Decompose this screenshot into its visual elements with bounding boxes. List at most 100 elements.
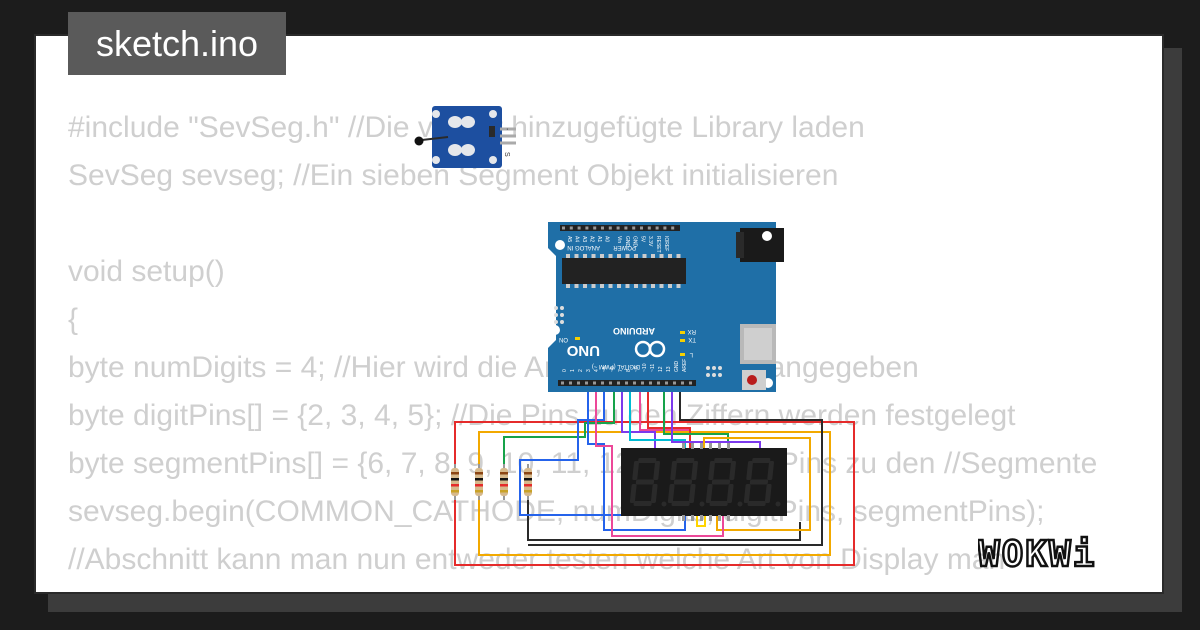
header-pin[interactable] [609,381,612,385]
header-pin[interactable] [569,381,572,385]
analog-in-label: ANALOG IN [567,244,600,250]
seven-segment-display[interactable] [621,443,787,521]
solder-pad [461,144,475,156]
resistor[interactable] [475,464,483,500]
l-led-label: L [689,351,693,357]
header-pin[interactable] [585,226,589,230]
resistor[interactable] [500,464,508,500]
header-pin[interactable] [633,381,636,385]
header-pin[interactable] [577,381,580,385]
header-pin[interactable] [593,381,596,385]
wokwi-logo[interactable]: WOKWi [978,528,1148,576]
wire[interactable] [595,388,724,537]
header-pin[interactable] [657,381,660,385]
header-pin[interactable] [569,226,573,230]
resistor[interactable] [524,464,532,500]
usb-connector-inner [744,328,772,360]
wire[interactable] [647,388,691,448]
header-pin[interactable] [593,226,597,230]
wire[interactable] [503,388,615,464]
thermistor-lead [421,136,449,141]
wokwi-logo-text: WOKWi [978,534,1096,575]
mounting-hole [762,231,772,241]
mounting-hole [550,325,560,335]
reset-button[interactable] [747,375,757,385]
digital-pin-label: ~9 [634,366,640,372]
wire[interactable] [629,388,686,448]
header-pin[interactable] [673,381,676,385]
segment [729,461,737,480]
display-pin[interactable] [709,515,712,521]
display-pin[interactable] [727,515,730,521]
header-pin[interactable] [665,381,668,385]
wire[interactable] [671,388,761,448]
header-pin[interactable] [617,381,620,385]
display-pin[interactable] [691,443,694,449]
segment [653,461,661,480]
header-pin[interactable] [671,226,675,230]
display-digit [705,458,743,507]
chip-pin [608,284,613,288]
display-pin[interactable] [718,515,721,521]
header-pin[interactable] [681,381,684,385]
header-pin[interactable] [562,226,565,230]
header-pin[interactable] [641,381,644,385]
arduino-uno[interactable]: UNO ARDUINO ON RX TX L DIGITAL (PWM ~) A… [548,222,784,392]
icsp-pin [706,366,710,370]
digital-pin-label: 12 [658,366,664,372]
display-pin[interactable] [700,515,703,521]
digital-pin-label: 0 [562,369,568,372]
digital-pin-label: ~10 [642,363,648,372]
wire[interactable] [696,516,706,527]
header-pin[interactable] [624,226,628,230]
icsp-pin [718,373,722,377]
header-pin[interactable] [561,381,564,385]
chip-pin [625,254,630,258]
display-pin[interactable] [682,515,685,521]
header-pin[interactable] [608,226,612,230]
wire[interactable] [528,388,823,546]
header-pin[interactable] [632,226,636,230]
header-pin[interactable] [640,226,643,230]
microcontroller-chip [562,258,686,284]
header-pin[interactable] [689,381,692,385]
header-pin[interactable] [601,226,604,230]
chip-pin [634,284,638,288]
header-pin[interactable] [649,381,652,385]
display-pin[interactable] [718,443,721,449]
header-pin[interactable] [585,381,588,385]
header-pin[interactable] [625,381,628,385]
display-pin[interactable] [727,443,730,449]
digital-pin-label: ~11 [650,364,656,372]
power-pin-label: GND [632,236,638,248]
sensor-pin-label: S [503,152,510,157]
analog-pin-label: A3 [581,236,587,242]
arduino-model-label: UNO [566,342,600,359]
display-pin[interactable] [691,515,694,521]
header-pin[interactable] [601,381,604,385]
chip-pin [574,254,579,258]
wire[interactable] [478,431,831,556]
resistors [451,464,532,500]
file-title[interactable]: sketch.ino [68,12,286,75]
wire[interactable] [519,388,690,516]
resistor[interactable] [451,464,459,500]
display-pin[interactable] [682,443,685,449]
wire[interactable] [454,421,855,566]
chip-pin [591,284,596,288]
chip-pin [566,284,570,288]
resistor-band [451,472,459,475]
header-pin[interactable] [663,226,667,230]
header-pin[interactable] [647,226,651,230]
display-pin[interactable] [709,443,712,449]
header-pin[interactable] [577,226,581,230]
wire[interactable] [703,437,811,531]
display-pin[interactable] [700,443,703,449]
power-jack[interactable] [740,228,784,262]
header-pin[interactable] [655,226,659,230]
wire[interactable] [587,388,686,531]
temperature-sensor-module[interactable]: - S [414,106,517,168]
resistor-band [500,472,508,475]
header-pin[interactable] [616,226,620,230]
